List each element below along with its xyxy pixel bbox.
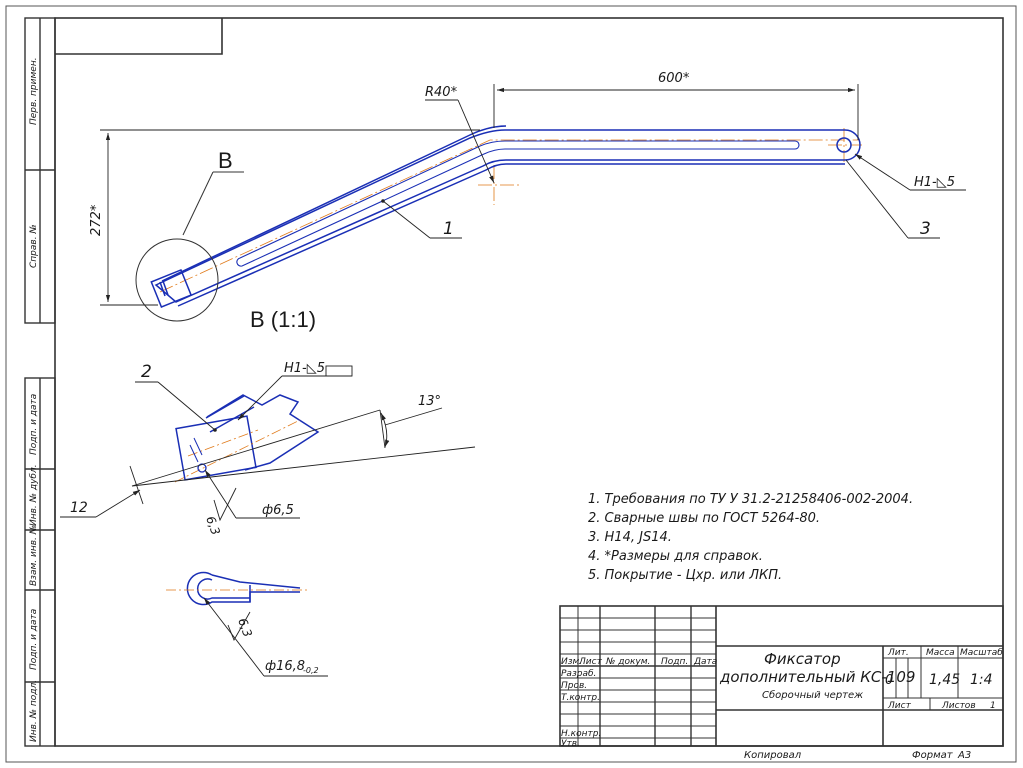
dim-length — [493, 84, 859, 140]
dim-radius — [425, 99, 495, 184]
note-5: 5. Покрытие - Цхр. или ЛКП. — [588, 568, 782, 583]
tb-listov-label: Листов — [941, 701, 976, 711]
label-podp-data-2: Подп. и дата — [29, 609, 39, 670]
detail-leader — [182, 171, 214, 236]
tb-list-label: Лист — [887, 701, 912, 711]
side-strip — [24, 17, 56, 747]
drawing-frame — [54, 17, 1004, 747]
tb-lit-value: 0 — [885, 673, 893, 688]
tb-masshtab-value: 1:4 — [970, 672, 993, 688]
dim-radius-label: R40* — [425, 85, 458, 100]
tb-hdr-lit: Лит. — [887, 648, 909, 658]
label-sprav-no: Справ. № — [29, 224, 39, 268]
dim-width-label: 12 — [70, 500, 88, 516]
footer-kopiroval: Копировал — [744, 750, 802, 761]
dia-outer-leader — [203, 597, 265, 677]
pos-2-label: 2 — [141, 362, 152, 382]
tb-row-prov: Пров. — [561, 681, 587, 691]
hole-dia-leader — [204, 469, 237, 519]
pos-3-label: 3 — [920, 219, 931, 239]
pos-2-leader — [157, 381, 216, 431]
hole-dia-label: ф6,5 — [262, 503, 294, 518]
tb-row-utv: Утв. — [561, 739, 580, 749]
label-podp-data-1: Подп. и дата — [29, 394, 39, 455]
dim-width — [60, 465, 144, 518]
tb-row-razrab: Разраб. — [561, 669, 596, 679]
title-block — [559, 605, 1004, 747]
dim-height — [100, 129, 480, 306]
note-1: 1. Требования по ТУ У 31.2-21258406-002-… — [588, 492, 913, 507]
note-2: 2. Сварные швы по ГОСТ 5264-80. — [588, 511, 820, 526]
tb-row-nkontr: Н.контр. — [561, 729, 601, 739]
tb-col-data: Дата — [693, 657, 717, 667]
view-scale-label: В (1:1) — [250, 307, 316, 332]
pos-1-leader — [382, 200, 431, 239]
dia-tol-label: -0,2 — [303, 666, 319, 675]
dim-angle-label: 13° — [418, 394, 441, 409]
dim-height-label: 272* — [89, 204, 104, 236]
footer-format-value: А3 — [957, 750, 971, 761]
tb-hdr-massa: Масса — [926, 648, 955, 658]
main-view: В 272* 600* R40* 1 3 Н1-◺ — [89, 71, 966, 322]
tb-row-tkontr: Т.контр. — [561, 693, 600, 703]
tb-listov-value: 1 — [990, 701, 996, 711]
sheet-border — [5, 5, 1017, 763]
rod-outline — [150, 125, 861, 308]
note-4: 4. *Размеры для справок. — [588, 549, 763, 564]
tb-col-list: Лист — [578, 657, 603, 667]
weld-1-leader — [854, 153, 911, 191]
footer-format-label: Формат — [912, 750, 954, 761]
label-inv-podl: Инв. № подл. — [29, 680, 39, 742]
label-vzam-inv: Взам. инв. № — [29, 525, 39, 586]
tb-name-line2: дополнительный КС-109 — [719, 668, 915, 686]
weld-2-label: Н1-◺5 — [284, 361, 325, 376]
weld-2-leader — [237, 375, 283, 421]
pos-3-leader — [845, 159, 909, 239]
dim-angle — [131, 407, 476, 487]
tb-name-line1: Фиксатор — [764, 650, 841, 668]
roughness-2-label: 6,3 — [235, 616, 255, 639]
tb-massa-value: 1,45 — [929, 672, 960, 688]
center-lines — [159, 128, 862, 293]
label-perv-primen: Перв. примен. — [29, 57, 39, 125]
label-inv-dubl: Инв. № дубл. — [29, 464, 39, 526]
detail-circle — [135, 238, 219, 322]
tb-col-dokum: № докум. — [605, 657, 650, 667]
note-3: 3. H14, JS14. — [588, 530, 672, 545]
dim-length-label: 600* — [658, 71, 690, 86]
tb-col-izm: Изм. — [561, 657, 582, 667]
view-letter: В — [218, 148, 233, 173]
weld-1-label: Н1-◺5 — [914, 175, 955, 190]
tb-col-podp: Подп. — [661, 657, 688, 667]
tb-doc-type: Сборочный чертеж — [762, 689, 863, 701]
detail-view: В (1:1) 13° 12 — [60, 307, 476, 537]
technical-notes: 1. Требования по ТУ У 31.2-21258406-002-… — [588, 492, 913, 583]
roughness-1-label: 6,3 — [203, 514, 223, 537]
pos-1-label: 1 — [443, 219, 454, 239]
clip-detail: ф16,8 -0,2 6,3 — [166, 571, 328, 677]
tb-hdr-masshtab: Масштаб — [960, 648, 1003, 658]
dia-outer-label: ф16,8 — [265, 659, 305, 674]
